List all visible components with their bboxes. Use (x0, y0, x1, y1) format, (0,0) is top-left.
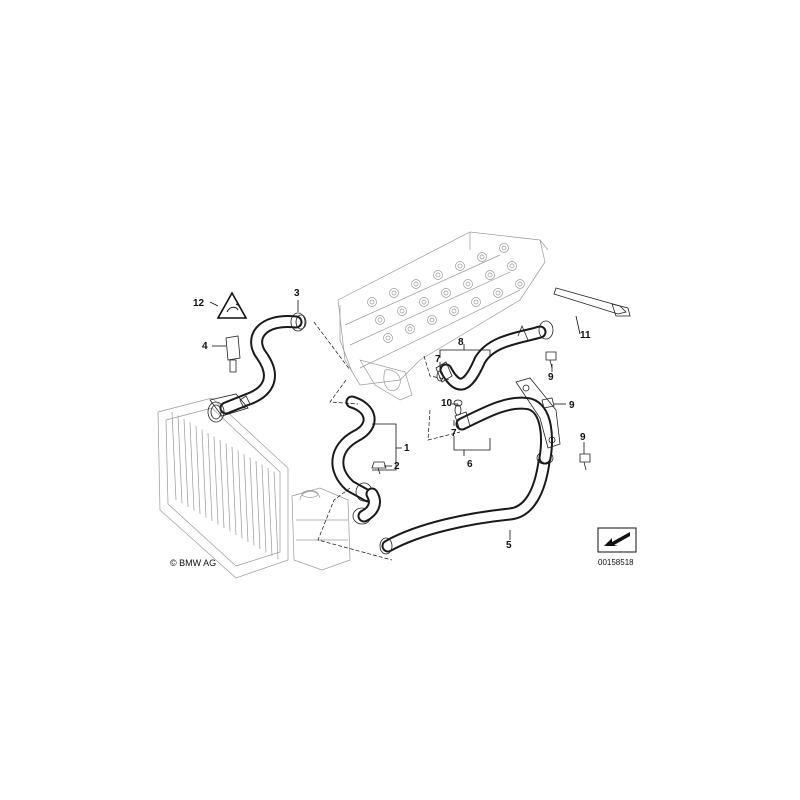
radiator-fin (219, 439, 225, 529)
cam-bolt-inner (391, 290, 397, 296)
radiator (157, 397, 289, 579)
cam-bolt-inner (487, 272, 493, 278)
callout-11: 11 (580, 330, 591, 341)
coolant-pipe-8 (435, 320, 554, 391)
radiator-fin (183, 418, 189, 508)
cam-bolt (485, 270, 495, 280)
copyright-text: © BMW AG (170, 558, 216, 568)
callout-9-upper: 9 (548, 372, 554, 383)
temperature-sensor-4 (225, 335, 241, 373)
cable-tie-11 (553, 287, 631, 317)
cam-bolt (507, 261, 517, 271)
cam-bolt (499, 243, 509, 253)
callout-5: 5 (506, 540, 512, 551)
callout-7-lower: 7 (451, 428, 457, 439)
callout-1: 1 (404, 443, 410, 454)
seal-rings (436, 370, 463, 416)
cam-bolt (411, 279, 421, 289)
cam-bolt-inner (501, 245, 507, 251)
cam-bolt (419, 297, 429, 307)
cam-bolt-inner (429, 317, 435, 323)
callout-labels: 3 12 4 1 2 8 7 10 7 6 9 9 9 11 5 (193, 288, 591, 551)
callout-10: 10 (441, 398, 453, 409)
radiator-fin (201, 429, 207, 518)
radiator-fin (225, 443, 231, 532)
hose-connector-radiator (207, 393, 251, 423)
cam-bolt-inner (377, 317, 383, 323)
cam-bolt (433, 270, 443, 280)
cam-bolt-inner (457, 263, 463, 269)
radiator-fin (237, 450, 243, 539)
radiator-fin (195, 425, 201, 515)
radiator-fin (273, 471, 279, 560)
cam-bolt (455, 261, 465, 271)
cam-bolt-inner (479, 254, 485, 260)
clamp-screw-2 (371, 461, 387, 475)
engine-cylinder-head (337, 231, 549, 401)
cam-bolt-inner (435, 272, 441, 278)
cam-bolt-inner (473, 299, 479, 305)
radiator-fin (255, 460, 261, 550)
radiator-fin (207, 432, 213, 522)
radiator-fin (231, 446, 237, 536)
copyright-block: © BMW AG (170, 558, 216, 568)
cam-bolt (383, 333, 393, 343)
hose-1 (331, 395, 381, 525)
callout-12: 12 (193, 298, 205, 309)
diagram-code: 00158518 (598, 558, 634, 567)
callout-9-lower: 9 (580, 432, 586, 443)
hose-3-upper-radiator (219, 312, 307, 415)
cam-bolt-inner (517, 281, 523, 287)
cam-bolt (427, 315, 437, 325)
coolant-pipe-6 (454, 377, 561, 465)
cam-bolt (367, 297, 377, 307)
radiator-fin (267, 467, 273, 557)
cam-bolt-inner (399, 308, 405, 314)
cam-bolt (493, 288, 503, 298)
radiator-fin (249, 457, 255, 546)
cam-bolt (397, 306, 407, 316)
cam-bolt-inner (407, 326, 413, 332)
warning-label-12 (216, 291, 248, 319)
guide-lines (313, 321, 461, 561)
leader-lines (209, 300, 585, 540)
callout-3: 3 (294, 288, 300, 299)
radiator-fin (261, 464, 267, 553)
cam-bolt (375, 315, 385, 325)
cam-bolt (449, 306, 459, 316)
bolts-9 (541, 351, 591, 471)
radiator-fin (213, 436, 219, 525)
cam-bolt-inner (451, 308, 457, 314)
cam-bolt-inner (421, 299, 427, 305)
cam-bolt-inner (465, 281, 471, 287)
callout-7-upper: 7 (435, 354, 441, 365)
cam-bolt-inner (509, 263, 515, 269)
cam-bolt-inner (495, 290, 501, 296)
callout-4: 4 (202, 341, 208, 352)
cam-bolt (471, 297, 481, 307)
callout-2: 2 (394, 461, 400, 472)
radiator-fin (189, 422, 195, 511)
cam-bolt (405, 324, 415, 334)
callout-8: 8 (458, 337, 464, 348)
callout-6: 6 (467, 459, 473, 470)
cam-bolt-inner (443, 290, 449, 296)
radiator-fin (243, 453, 249, 543)
cam-bolt-inner (369, 299, 375, 305)
orientation-arrow-box: 00158518 (597, 527, 637, 567)
cam-bolt-inner (413, 281, 419, 287)
cam-bolt (441, 288, 451, 298)
cam-bolt (463, 279, 473, 289)
radiator-fin (171, 411, 177, 501)
cam-bolt-inner (385, 335, 391, 341)
expansion-tank (291, 487, 351, 571)
radiator-fin (177, 415, 183, 504)
callout-9-middle: 9 (569, 400, 575, 411)
cam-bolt (477, 252, 487, 262)
cam-bolt (515, 279, 525, 289)
cam-bolt (389, 288, 399, 298)
